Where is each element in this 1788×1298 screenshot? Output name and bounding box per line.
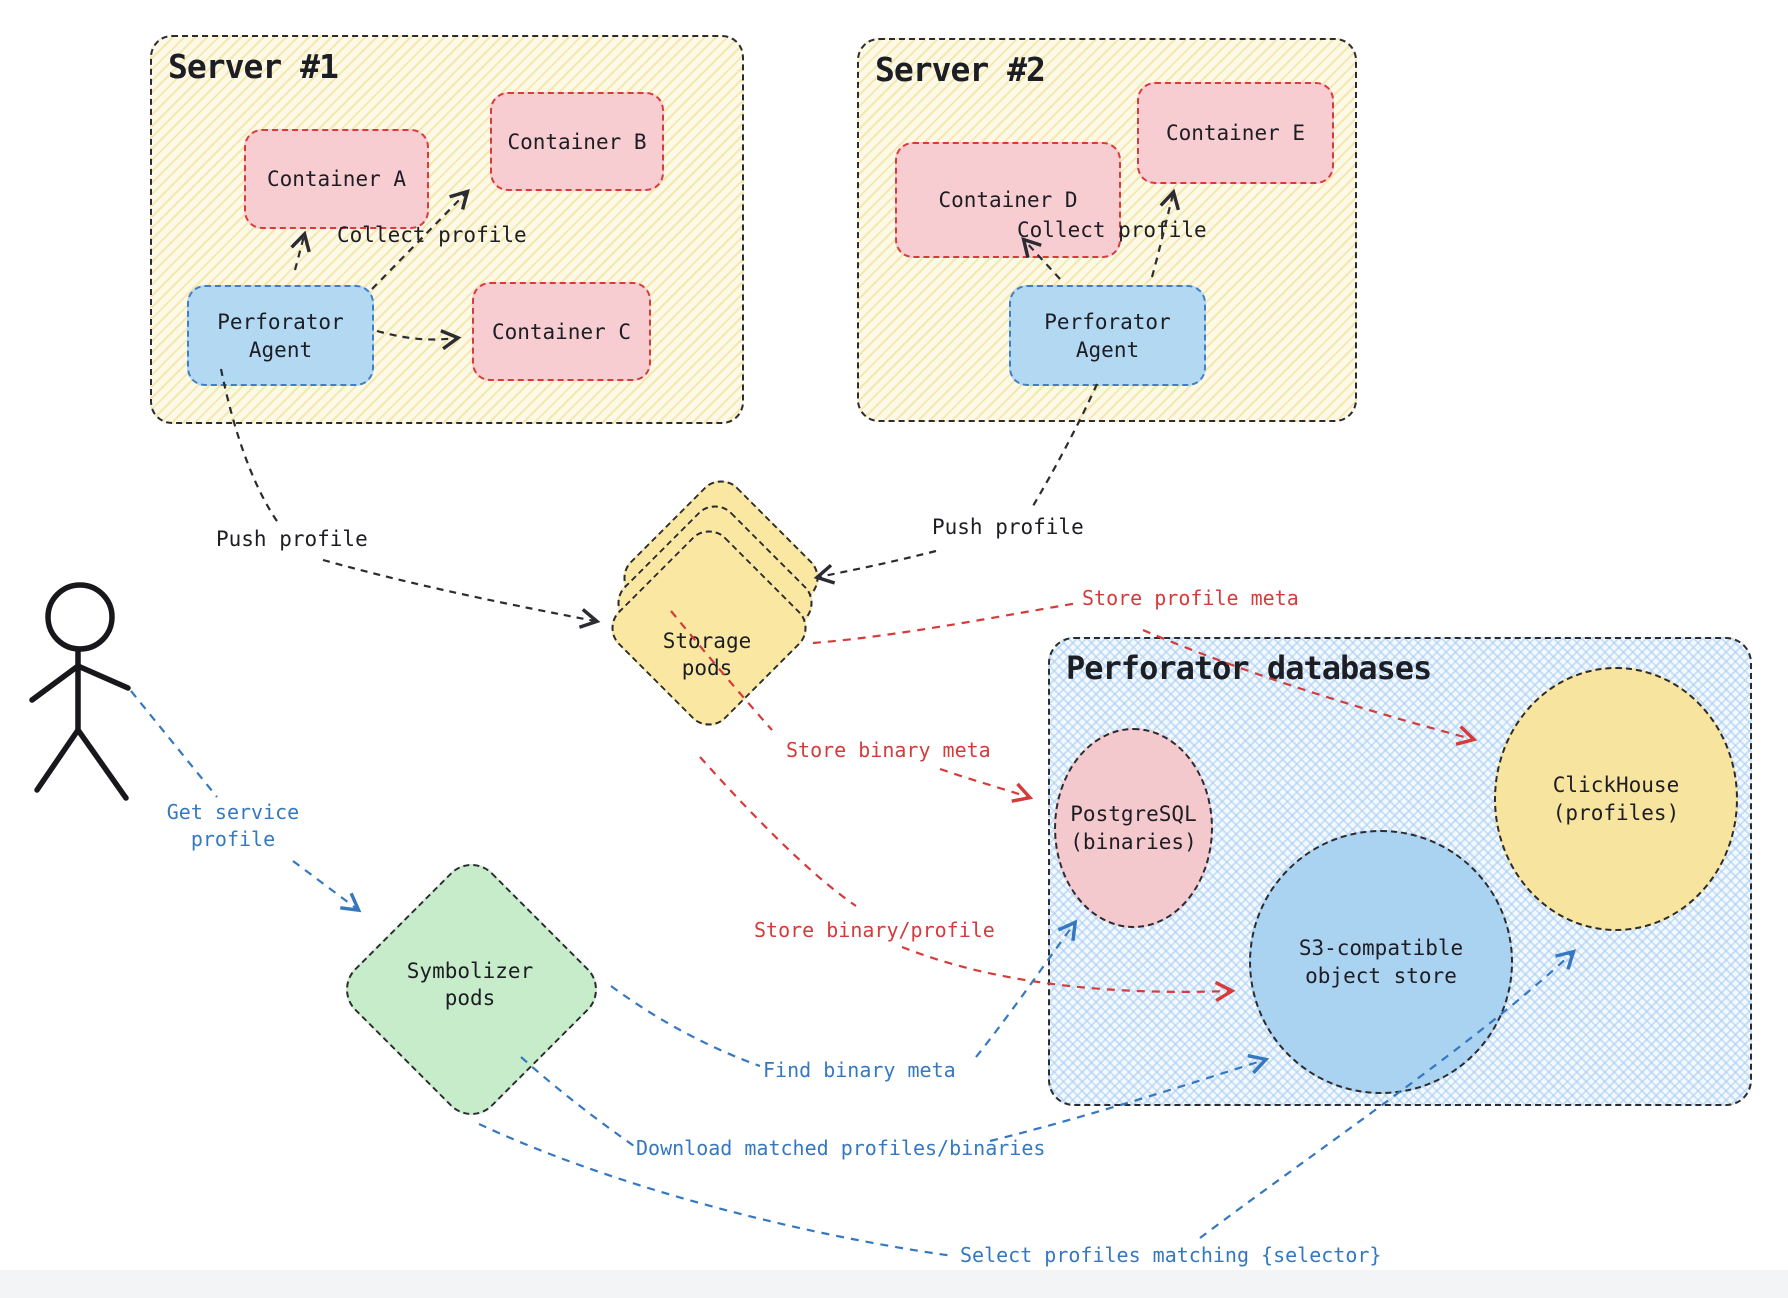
container-c-label: Container C bbox=[491, 319, 632, 344]
container-a-label: Container A bbox=[266, 167, 407, 191]
storage-pods-label: Storage pods bbox=[662, 629, 752, 680]
collect-profile1-label: Collect profile bbox=[337, 223, 527, 247]
arrow-download-matched-1 bbox=[520, 1056, 635, 1147]
perforator-agent2-node: Perforator Agent bbox=[1009, 285, 1206, 386]
arrow-find-binary-meta-1 bbox=[610, 985, 761, 1068]
collect-profile2-label: Collect profile bbox=[1017, 218, 1207, 242]
stick-figure-arms bbox=[29, 663, 131, 703]
push-profile-right-label: Push profile bbox=[932, 515, 1084, 539]
perforator-agent1-label: Perforator Agent bbox=[217, 309, 344, 362]
databases-title: Perforator databases bbox=[1066, 649, 1432, 687]
select-profiles-label: Select profiles matching {selector} bbox=[960, 1243, 1382, 1267]
perforator-agent1-node: Perforator Agent bbox=[187, 285, 374, 386]
server1-box: Server #1 Container A Container B Contai… bbox=[150, 35, 744, 424]
arrow-store-profile-meta-1 bbox=[812, 601, 1079, 645]
push-profile-left-label: Push profile bbox=[216, 527, 368, 551]
container-b-label: Container B bbox=[507, 129, 647, 154]
arrow-push-left-2 bbox=[322, 558, 601, 629]
store-binary-meta-label: Store binary meta bbox=[786, 738, 991, 762]
server2-box: Server #2 Container D Container E Perfor… bbox=[857, 38, 1357, 422]
user-stick-figure bbox=[29, 582, 131, 801]
stick-figure-head bbox=[45, 582, 115, 652]
store-profile-meta-label: Store profile meta bbox=[1082, 586, 1299, 610]
container-d-label: Container D bbox=[938, 188, 1078, 212]
page-bottom-strip bbox=[0, 1270, 1788, 1298]
container-c-node: Container C bbox=[472, 282, 651, 381]
server1-title: Server #1 bbox=[168, 47, 339, 86]
s3-label: S3-compatible object store bbox=[1298, 936, 1464, 988]
postgres-label: PostgreSQL (binaries) bbox=[1070, 802, 1197, 854]
stick-figure-legs bbox=[34, 727, 129, 801]
perforator-agent2-label: Perforator Agent bbox=[1044, 309, 1171, 362]
download-matched-label: Download matched profiles/binaries bbox=[636, 1136, 1046, 1160]
arrow-get-service-profile-1 bbox=[130, 690, 218, 798]
store-binary-profile-label: Store binary/profile bbox=[754, 918, 995, 942]
clickhouse-node: ClickHouse (profiles) bbox=[1494, 667, 1738, 931]
server2-title: Server #2 bbox=[875, 50, 1046, 89]
container-d-node: Container D bbox=[895, 142, 1121, 258]
postgres-node: PostgreSQL (binaries) bbox=[1054, 728, 1213, 928]
arrow-push-right-2 bbox=[813, 549, 937, 585]
clickhouse-label: ClickHouse (profiles) bbox=[1552, 773, 1680, 825]
arrow-store-binary-meta-2 bbox=[939, 767, 1034, 803]
arrow-store-binary-profile-1 bbox=[699, 756, 857, 907]
container-e-label: Container E bbox=[1165, 121, 1306, 145]
get-service-profile-label: Get service profile bbox=[166, 800, 300, 851]
container-b-node: Container B bbox=[490, 92, 664, 191]
arrow-get-service-profile-2 bbox=[292, 860, 362, 913]
container-e-node: Container E bbox=[1137, 82, 1334, 184]
s3-node: S3-compatible object store bbox=[1249, 830, 1513, 1094]
container-a-node: Container A bbox=[244, 129, 429, 229]
symbolizer-pods-label: Symbolizer pods bbox=[406, 959, 534, 1010]
databases-box: Perforator databases PostgreSQL (binarie… bbox=[1048, 637, 1752, 1106]
find-binary-meta-label: Find binary meta bbox=[763, 1058, 956, 1082]
